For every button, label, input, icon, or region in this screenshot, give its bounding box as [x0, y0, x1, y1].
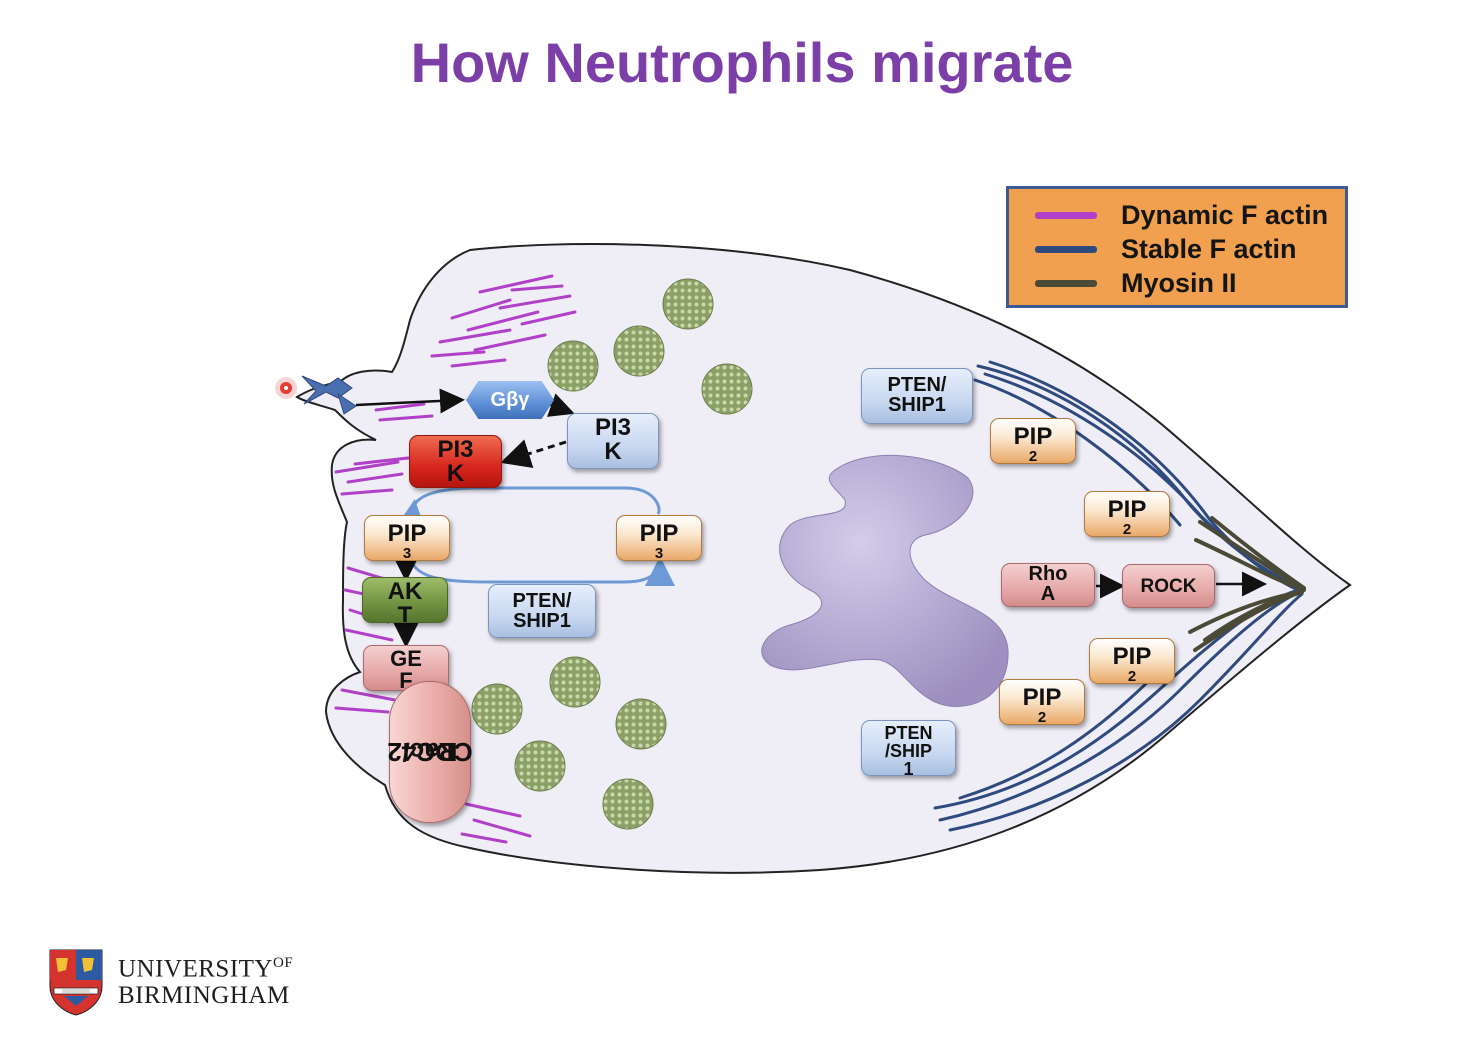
university-crest-icon — [49, 949, 103, 1016]
rac-cdc42-node: Rac/CDC42 — [387, 681, 473, 823]
nucleus — [761, 454, 1009, 707]
dynamic-actin-front — [430, 274, 577, 368]
legend-item-myosin: Myosin II — [1035, 267, 1237, 299]
legend-swatch-dynamic — [1035, 211, 1097, 219]
university-name: UNIVERSITYOF BIRMINGHAM — [118, 955, 294, 1010]
granules — [471, 278, 753, 830]
arrow-gby-pi3k — [546, 393, 575, 417]
university-logo: UNIVERSITYOF BIRMINGHAM — [48, 948, 318, 1018]
legend-item-dynamic-actin: Dynamic F actin — [1035, 199, 1328, 231]
gby-node: Gβγ — [466, 381, 554, 419]
slide-title: How Neutrophils migrate — [410, 31, 1074, 94]
receptor-icon — [275, 375, 357, 415]
legend-swatch-stable — [1035, 245, 1097, 253]
legend-item-stable-actin: Stable F actin — [1035, 233, 1297, 265]
rock-node: ROCK — [1122, 564, 1215, 608]
legend-swatch-myosin — [1035, 279, 1097, 287]
myosin-rear — [1188, 516, 1306, 652]
arrow-receptor-gby — [355, 388, 465, 414]
pten-ship1-top-node: PTEN/SHIP1 — [861, 368, 973, 424]
arrow-pi3k-dashed — [500, 439, 567, 469]
legend: Dynamic F actin Stable F actin Myosin II — [1006, 186, 1348, 308]
pten-ship1-mid-node: PTEN/SHIP1 — [488, 584, 596, 638]
arrow-loop-bottom — [410, 556, 675, 587]
